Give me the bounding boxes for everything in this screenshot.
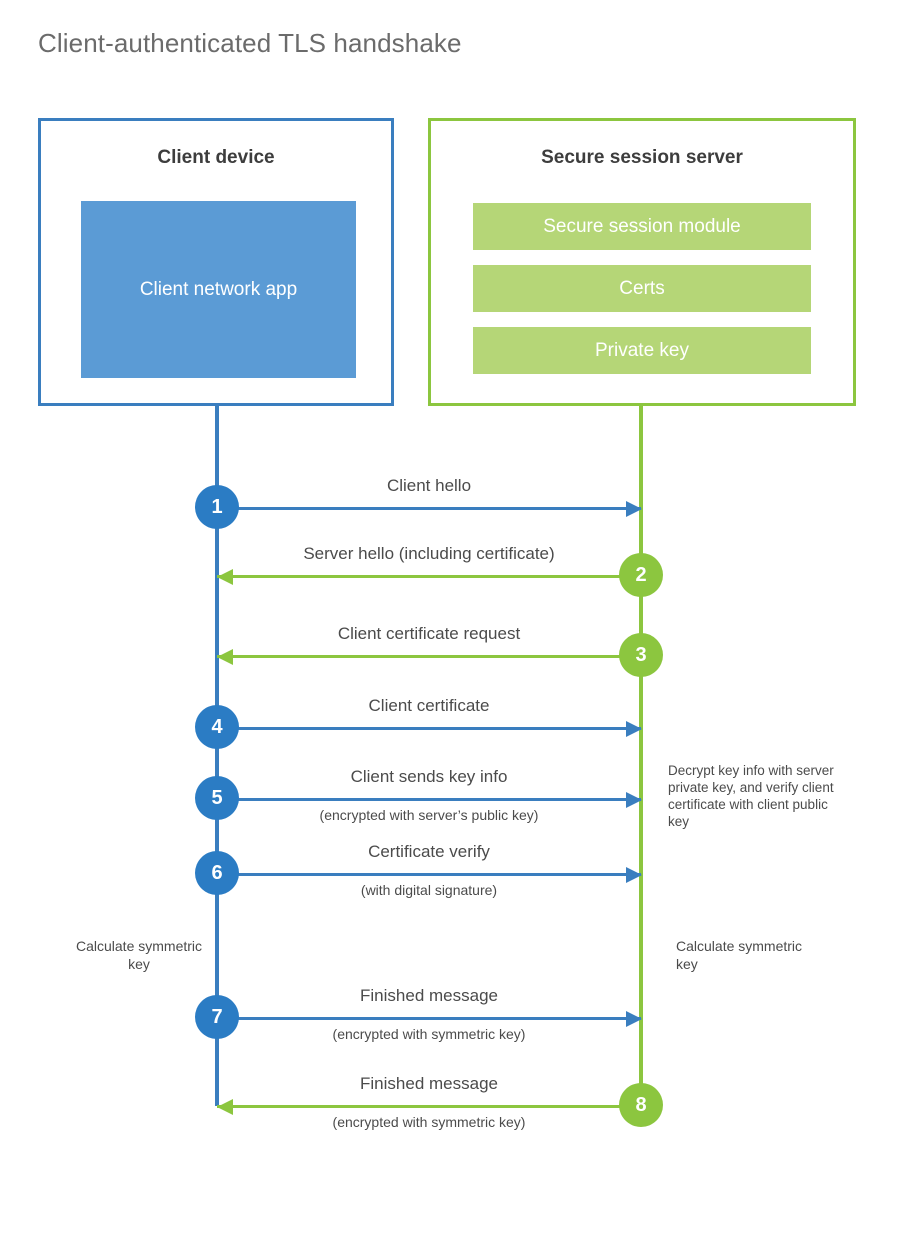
server-component-certs: Certs xyxy=(473,265,811,312)
server-component-secure-session-module: Secure session module xyxy=(473,203,811,250)
message-line-5 xyxy=(217,798,641,801)
message-line-4 xyxy=(217,727,641,730)
message-line-6 xyxy=(217,873,641,876)
message-label-6: Certificate verify xyxy=(368,842,490,861)
step-circle-7[interactable]: 7 xyxy=(195,995,239,1039)
message-sublabel-6: (with digital signature) xyxy=(360,882,498,898)
page-title: Client-authenticated TLS handshake xyxy=(38,28,462,58)
step-circle-1[interactable]: 1 xyxy=(195,485,239,529)
client-device-box: Client device Client network app xyxy=(38,118,394,406)
step-circle-3[interactable]: 3 xyxy=(619,633,663,677)
message-arrowhead-8 xyxy=(217,1099,233,1115)
message-line-7 xyxy=(217,1017,641,1020)
message-arrowhead-2 xyxy=(217,569,233,585)
message-label-2: Server hello (including certificate) xyxy=(303,544,555,563)
message-arrowhead-5 xyxy=(626,792,642,808)
note-decrypt-key-info: Decrypt key info with server private key… xyxy=(668,763,834,829)
message-arrowhead-3 xyxy=(217,649,233,665)
note-calculate-symmetric-key-client: Calculate symmetric key xyxy=(75,938,203,972)
note-calculate-symmetric-key-server: Calculate symmetric key xyxy=(676,938,803,972)
message-label-1: Client hello xyxy=(386,476,472,495)
message-label-7: Finished message xyxy=(360,986,498,1005)
message-arrowhead-1 xyxy=(626,501,642,517)
step-circle-4[interactable]: 4 xyxy=(195,705,239,749)
message-line-8 xyxy=(217,1105,641,1108)
message-label-4: Client certificate xyxy=(368,696,490,715)
step-circle-6[interactable]: 6 xyxy=(195,851,239,895)
server-lifeline xyxy=(639,404,643,1106)
message-arrowhead-7 xyxy=(626,1011,642,1027)
step-circle-2[interactable]: 2 xyxy=(619,553,663,597)
step-circle-5[interactable]: 5 xyxy=(195,776,239,820)
message-label-8: Finished message xyxy=(360,1074,498,1093)
message-line-3 xyxy=(217,655,641,658)
secure-session-server-box: Secure session server Secure session mod… xyxy=(428,118,856,406)
message-sublabel-7: (encrypted with symmetric key) xyxy=(332,1026,526,1042)
message-label-3: Client certificate request xyxy=(337,624,521,643)
secure-session-server-title: Secure session server xyxy=(541,147,743,168)
message-line-2 xyxy=(217,575,641,578)
message-line-1 xyxy=(217,507,641,510)
client-lifeline xyxy=(215,404,219,1106)
message-arrowhead-6 xyxy=(626,867,642,883)
step-circle-8[interactable]: 8 xyxy=(619,1083,663,1127)
server-component-private-key: Private key xyxy=(473,327,811,374)
message-arrowhead-4 xyxy=(626,721,642,737)
message-sublabel-5: (encrypted with server’s public key) xyxy=(319,807,539,823)
message-label-5: Client sends key info xyxy=(350,767,508,786)
message-sublabel-8: (encrypted with symmetric key) xyxy=(332,1114,526,1130)
client-network-app-box: Client network app xyxy=(81,201,356,378)
client-device-title: Client device xyxy=(157,147,275,168)
